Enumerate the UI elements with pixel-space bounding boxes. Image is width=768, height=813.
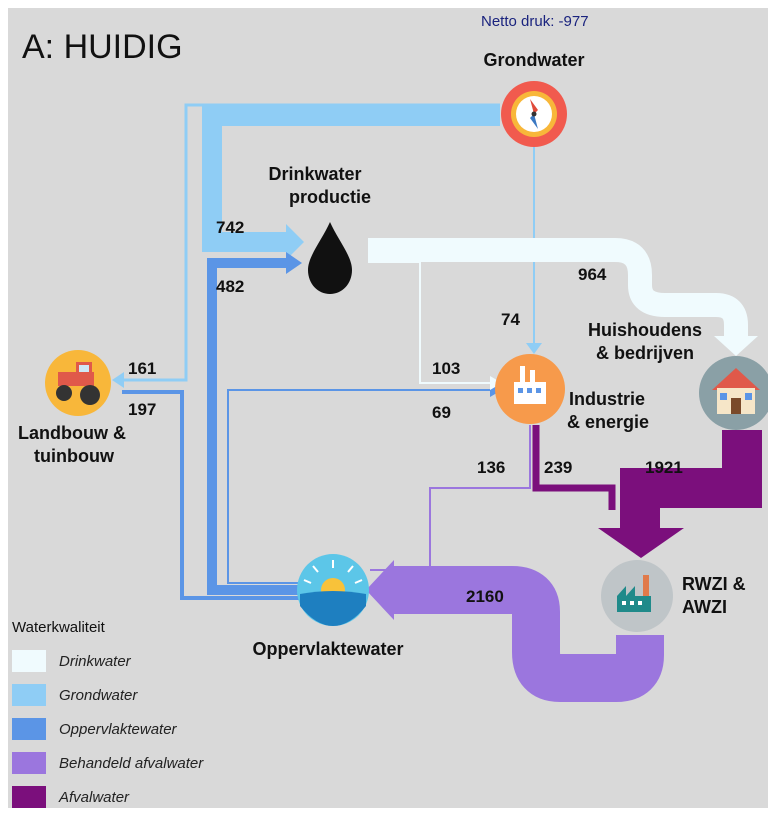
flow-grondwater-drinkwater (202, 106, 500, 260)
house-icon (699, 356, 768, 430)
legend-title: Waterkwaliteit (12, 619, 106, 636)
node-label-drinkwater-line2: productie (289, 187, 371, 207)
legend-swatch-behandeld-afvalwater (12, 752, 46, 774)
flow-value-103: 103 (432, 359, 460, 378)
node-label-industrie-line2: & energie (567, 412, 649, 432)
flow-value-69: 69 (432, 403, 451, 422)
legend-label-behandeld-afvalwater: Behandeld afvalwater (59, 755, 204, 772)
legend-label-drinkwater: Drinkwater (59, 653, 132, 670)
flow-grondwater-landbouw (112, 103, 500, 388)
legend-label-afvalwater: Afvalwater (58, 789, 130, 806)
node-label-huishoudens-line2: & bedrijven (596, 343, 694, 363)
flow-oppervlaktewater-landbouw (122, 390, 300, 600)
legend-swatch-grondwater (12, 684, 46, 706)
flow-drinkwater-huishoudens (368, 238, 758, 356)
compass-icon (501, 81, 567, 147)
legend-swatch-drinkwater (12, 650, 46, 672)
water-drop-icon (308, 222, 352, 294)
legend: Waterkwaliteit Drinkwater Grondwater Opp… (12, 619, 204, 808)
legend-swatch-afvalwater (12, 786, 46, 808)
legend-label-grondwater: Grondwater (59, 687, 138, 704)
flow-value-239: 239 (544, 458, 572, 477)
node-label-landbouw-line2: tuinbouw (34, 446, 115, 466)
node-label-oppervlaktewater: Oppervlaktewater (252, 639, 403, 659)
legend-label-oppervlaktewater: Oppervlaktewater (59, 721, 178, 738)
flow-value-1921: 1921 (645, 458, 683, 477)
node-label-drinkwater-line1: Drinkwater (268, 164, 361, 184)
node-label-rwzi-line1: RWZI & (682, 574, 746, 594)
treatment-plant-icon (601, 560, 673, 632)
flow-value-2160: 2160 (466, 587, 504, 606)
tractor-icon (45, 350, 111, 416)
sunset-sea-icon (297, 554, 369, 626)
flow-value-161: 161 (128, 359, 156, 378)
flow-value-742: 742 (216, 218, 244, 237)
factory-icon (495, 354, 565, 424)
flow-value-136: 136 (477, 458, 505, 477)
node-label-landbouw-line1: Landbouw & (18, 423, 126, 443)
flow-rwzi-oppervlaktewater (366, 560, 664, 702)
node-label-industrie-line1: Industrie (569, 389, 645, 409)
netto-druk-label: Netto druk: -977 (481, 13, 589, 30)
flow-value-74: 74 (501, 310, 520, 329)
flow-value-197: 197 (128, 400, 156, 419)
flow-industrie-rwzi (532, 425, 616, 510)
diagram-title: A: HUIDIG (22, 28, 183, 66)
flow-oppervlaktewater-drinkwater (207, 252, 302, 595)
node-label-grondwater: Grondwater (483, 50, 584, 70)
flow-value-964: 964 (578, 265, 607, 284)
legend-swatch-oppervlaktewater (12, 718, 46, 740)
node-label-huishoudens-line1: Huishoudens (588, 320, 702, 340)
flow-huishoudens-rwzi (598, 430, 762, 558)
node-label-rwzi-line2: AWZI (682, 597, 727, 617)
flow-value-482: 482 (216, 277, 244, 296)
